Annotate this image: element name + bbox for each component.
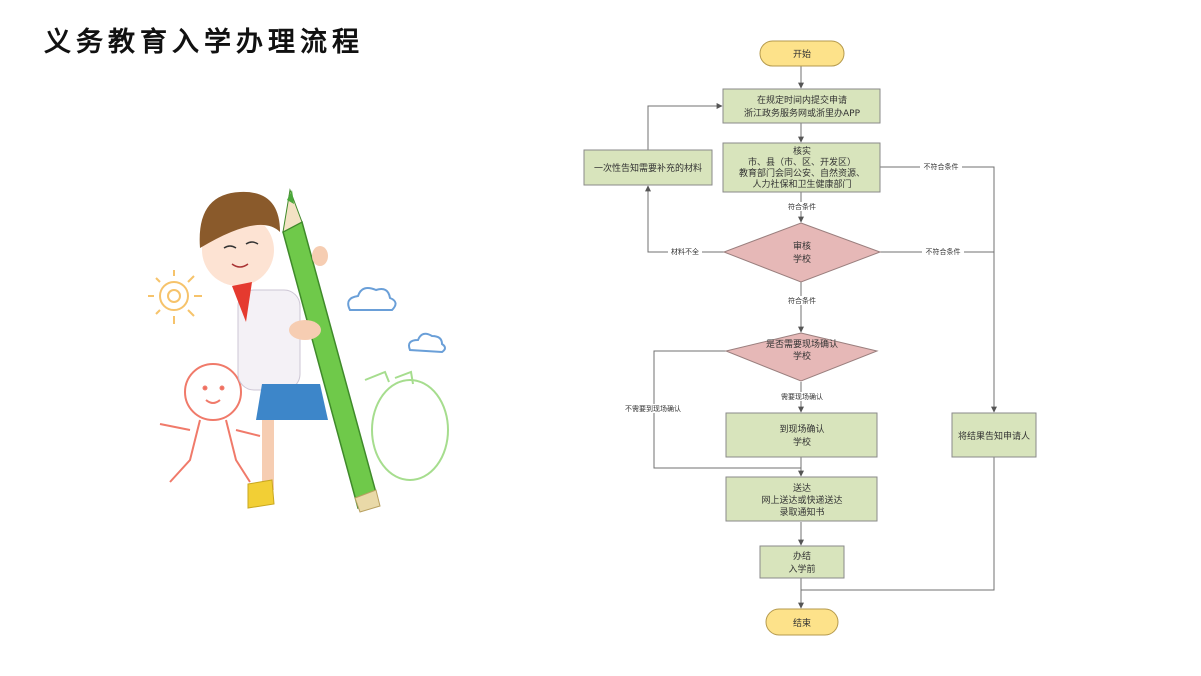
node-need-onsite-line2: 学校: [793, 350, 811, 362]
node-onsite[interactable]: 到现场确认 学校: [725, 412, 878, 458]
label-verify-fail: 不符合条件: [924, 162, 959, 171]
node-complete-line1: 办结: [793, 550, 811, 562]
label-onsite-not-needed: 不需要到现场确认: [625, 404, 681, 413]
node-start-text: 开始: [793, 48, 811, 60]
node-verify-line2: 市、县（市、区、开发区）: [748, 156, 856, 168]
page-title: 义务教育入学办理流程: [44, 27, 364, 58]
label-review-fail: 不符合条件: [926, 247, 961, 256]
label-onsite-needed: 需要现场确认: [781, 392, 823, 401]
node-deliver[interactable]: 送达 网上送达或快递送达 录取通知书: [725, 476, 878, 522]
node-verify-line1: 核实: [793, 145, 811, 157]
edge-notify-end: [801, 457, 995, 591]
node-need-onsite[interactable]: 是否需要现场确认 学校: [724, 332, 879, 382]
node-deliver-line3: 录取通知书: [779, 506, 824, 518]
node-notify-text: 将结果告知申请人: [958, 430, 1030, 442]
node-submit[interactable]: 在规定时间内提交申请 浙江政务服务网或浙里办APP: [722, 88, 881, 124]
node-verify[interactable]: 核实 市、县（市、区、开发区） 教育部门会同公安、自然资源、 人力社保和卫生健康…: [722, 142, 881, 193]
label-review-incomplete: 材料不全: [671, 247, 699, 256]
illustration-boy-with-pencil: [148, 188, 449, 513]
node-review-line1: 审核: [793, 240, 811, 252]
node-supplement-text: 一次性告知需要补充的材料: [594, 162, 702, 174]
node-notify[interactable]: 将结果告知申请人: [951, 412, 1037, 458]
node-start[interactable]: 开始: [759, 40, 845, 67]
boy: [199, 191, 328, 509]
node-submit-line2: 浙江政务服务网或浙里办APP: [744, 107, 861, 119]
node-submit-line1: 在规定时间内提交申请: [757, 94, 847, 106]
edge-supplement-submit: [647, 103, 723, 150]
node-onsite-line1: 到现场确认: [779, 423, 824, 435]
node-complete-line2: 入学前: [788, 563, 815, 575]
kid-doodle: [159, 363, 261, 483]
pencil: [282, 188, 381, 513]
bunny-doodle: [364, 370, 449, 481]
edge-review-incomplete: [645, 185, 724, 253]
node-need-onsite-line1: 是否需要现场确认: [766, 338, 838, 350]
node-verify-line4: 人力社保和卫生健康部门: [752, 178, 851, 190]
node-complete[interactable]: 办结 入学前: [759, 545, 845, 579]
edge-verify-fail: [880, 166, 997, 413]
node-deliver-line1: 送达: [793, 482, 811, 494]
node-review[interactable]: 审核 学校: [722, 222, 882, 283]
node-end[interactable]: 结束: [765, 608, 839, 636]
label-review-ok: 符合条件: [788, 296, 816, 305]
sun-doodle: [148, 270, 202, 324]
node-onsite-line2: 学校: [793, 436, 811, 448]
node-end-text: 结束: [793, 617, 811, 629]
label-verify-ok: 符合条件: [788, 202, 816, 211]
cloud-doodle: [347, 287, 446, 354]
node-review-line2: 学校: [793, 253, 811, 265]
node-supplement[interactable]: 一次性告知需要补充的材料: [583, 149, 713, 186]
edge-labels: 符合条件 不符合条件 不符合条件 符合条件 材料不全 需要现场确认 不需要到现场…: [620, 162, 964, 413]
node-deliver-line2: 网上送达或快递送达: [761, 494, 842, 506]
node-verify-line3: 教育部门会同公安、自然资源、: [739, 167, 865, 179]
